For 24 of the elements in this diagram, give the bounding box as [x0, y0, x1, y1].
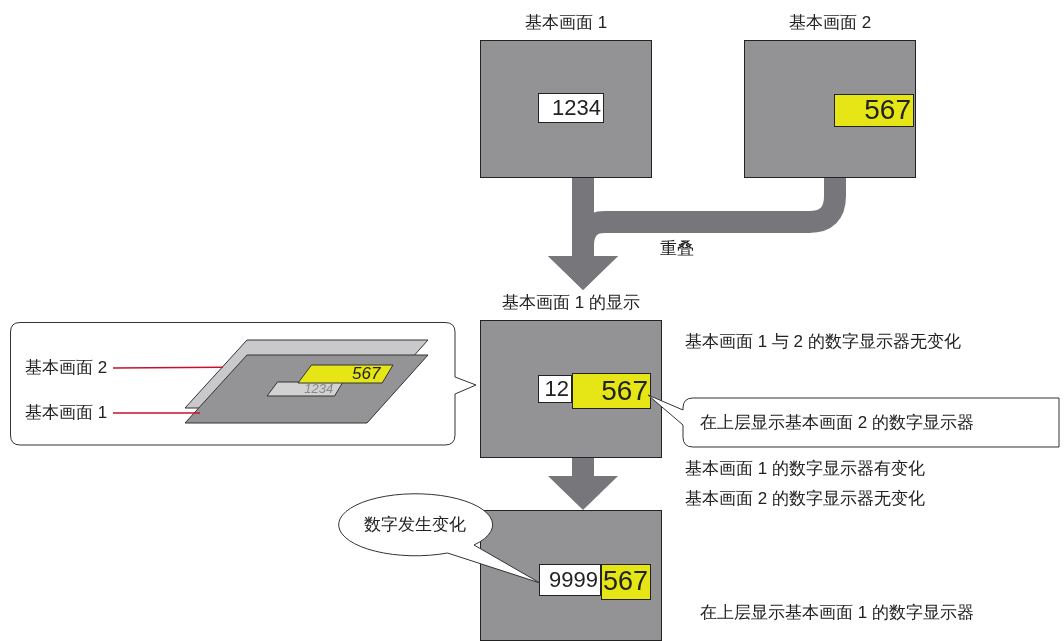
note-text: 在上层显示基本画面 1 的数字显示器	[700, 602, 974, 624]
numeric-display: 567	[834, 94, 914, 127]
numeric-display: 12	[538, 375, 572, 403]
callout-text: 在上层显示基本画面 2 的数字显示器	[700, 412, 974, 434]
layer-label: 基本画面 2	[25, 355, 113, 381]
arrow	[548, 178, 846, 290]
note-text: 基本画面 2 的数字显示器无变化	[685, 488, 925, 510]
arrow	[548, 458, 618, 510]
leader-line	[112, 366, 224, 369]
screen-title: 基本画面 2	[787, 12, 873, 34]
note-text: 基本画面 1 的数字显示器有变化	[685, 458, 925, 480]
numeric-display: 567	[572, 373, 651, 409]
numeric-display: 1234	[538, 93, 604, 123]
numeric-display: 9999	[539, 564, 601, 596]
edge-label: 重叠	[660, 238, 694, 260]
bubble-text: 数字发生变化	[363, 514, 467, 536]
note-text: 基本画面 1 与 2 的数字显示器无变化	[685, 331, 961, 353]
leader-line	[112, 412, 201, 414]
numeric-display: 567	[601, 564, 651, 600]
screen-title: 基本画面 1	[523, 12, 609, 34]
screen-title: 基本画面 1 的显示	[501, 292, 641, 314]
display-value: 567	[352, 365, 381, 383]
display-value: 1234	[304, 382, 334, 396]
layer-label: 基本画面 1	[25, 400, 113, 426]
